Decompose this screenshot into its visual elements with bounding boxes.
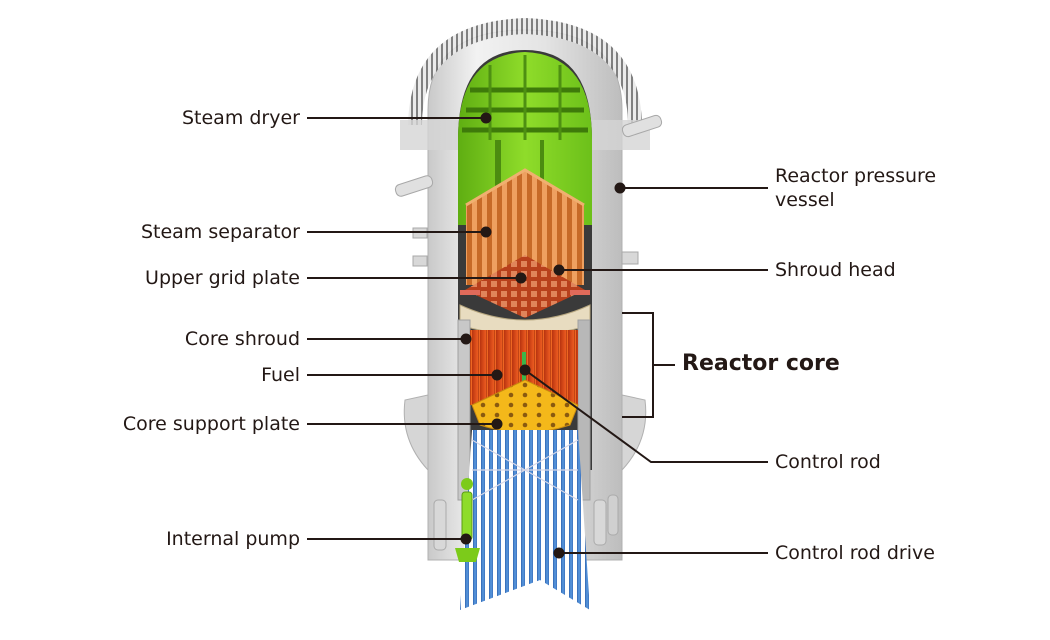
label-shroud-head: Shroud head xyxy=(775,259,896,281)
label-reactor-pressure-vessel-line2: vessel xyxy=(775,189,835,211)
core-shroud-shape xyxy=(457,319,471,501)
control-rod-drive-shape xyxy=(460,430,590,610)
leader-lines-right xyxy=(519,182,768,559)
label-reactor-pressure-vessel-line1: Reactor pressure xyxy=(775,165,937,187)
label-fuel: Fuel xyxy=(261,364,300,386)
label-steam-separator: Steam separator xyxy=(140,221,300,243)
label-upper-grid-plate: Upper grid plate xyxy=(145,267,300,289)
label-core-shroud: Core shroud xyxy=(184,328,300,350)
label-reactor-core: Reactor core xyxy=(682,351,840,376)
steam-separator-shape xyxy=(465,168,585,285)
label-control-rod: Control rod xyxy=(775,451,881,473)
leader-lines-left xyxy=(307,112,527,545)
label-control-rod-drive: Control rod drive xyxy=(775,542,935,564)
internal-pump-shape xyxy=(455,478,480,562)
label-internal-pump: Internal pump xyxy=(166,528,300,550)
label-core-support-plate: Core support plate xyxy=(122,413,300,435)
upper-grid-plate-shape xyxy=(460,255,590,318)
label-steam-dryer: Steam dryer xyxy=(181,107,300,129)
